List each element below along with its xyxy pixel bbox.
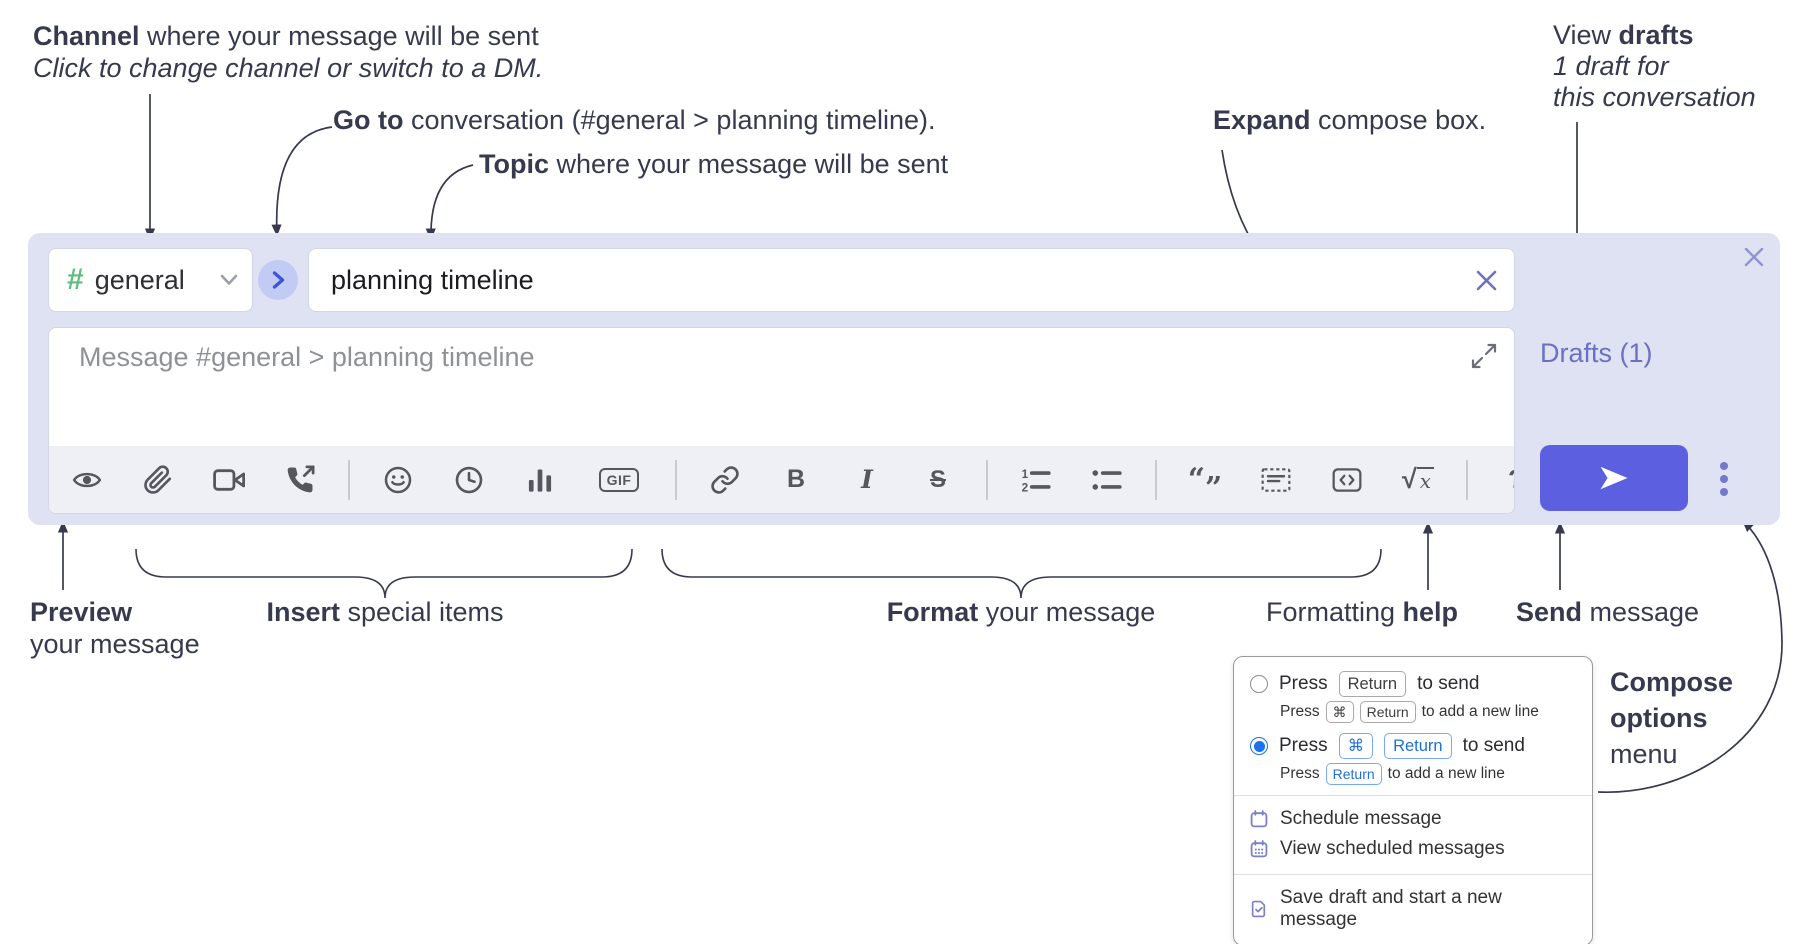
close-compose-icon[interactable] — [1742, 245, 1766, 269]
quote-button[interactable]: “” — [1182, 457, 1228, 503]
return-key: Return — [1325, 763, 1382, 785]
insert-annotation: Insert special items — [266, 597, 504, 627]
channel-name-label: general — [94, 264, 185, 295]
gif-button[interactable]: GIF — [588, 457, 650, 503]
clear-topic-icon[interactable] — [1473, 267, 1500, 294]
goto-annotation: Go to conversation (#general > planning … — [333, 105, 936, 135]
return-key: Return — [1384, 733, 1452, 759]
emoji-button[interactable] — [375, 457, 421, 503]
cmd-key: ⌘ — [1325, 701, 1354, 723]
formatting-help-annotation: Formatting help — [1266, 597, 1459, 627]
bold-icon: B — [786, 465, 806, 493]
italic-icon: I — [861, 465, 873, 494]
schedule-message-item[interactable]: Schedule message — [1250, 804, 1576, 834]
expand-annotation: Expand compose box. — [1213, 105, 1487, 135]
audio-call-button[interactable] — [277, 457, 323, 503]
view-scheduled-messages-item[interactable]: View scheduled messages — [1250, 834, 1576, 864]
cmd-enter-sends-option[interactable]: Press ⌘ Return to send — [1250, 733, 1576, 759]
toolbar-divider — [1155, 459, 1157, 500]
smiley-icon — [384, 466, 412, 493]
message-box: GIF B I S — [48, 327, 1515, 514]
topic-annotation: Topic where your message will be sent — [479, 149, 949, 179]
message-input[interactable] — [49, 328, 1459, 452]
strikethrough-icon: S — [929, 465, 946, 493]
calendar-grid-icon — [1250, 840, 1268, 858]
question-mark-icon: ? — [1508, 464, 1514, 495]
go-to-conversation-button[interactable] — [258, 260, 298, 300]
code-button[interactable] — [1324, 457, 1370, 503]
numbered-list-icon: 1 2 — [1022, 467, 1051, 494]
paperclip-icon — [144, 464, 172, 494]
radio-unselected-icon[interactable] — [1250, 675, 1268, 693]
toolbar-divider — [1466, 459, 1468, 500]
compose-options-menu-button[interactable] — [1712, 457, 1736, 501]
draft-document-icon — [1250, 900, 1268, 918]
chevron-down-icon — [220, 274, 238, 285]
preview-annotation: Preview your message — [30, 597, 200, 659]
phone-outgoing-icon — [287, 465, 315, 492]
return-key: Return — [1359, 701, 1416, 723]
toolbar-divider — [348, 459, 350, 500]
video-camera-icon — [213, 468, 245, 491]
topic-input-box — [308, 248, 1515, 312]
compose-options-menu: Press Return to send Press ⌘ Return to a… — [1233, 656, 1593, 944]
compose-toolbar: GIF B I S — [49, 446, 1514, 513]
italic-button[interactable]: I — [844, 457, 890, 503]
numbered-list-button[interactable]: 1 2 — [1013, 457, 1059, 503]
compose-box-panel: # general — [28, 233, 1780, 525]
channel-selector-button[interactable]: # general — [48, 248, 253, 312]
channel-hash-icon: # — [67, 263, 84, 296]
cmd-enter-sends-subtext: Press Return to add a new line — [1280, 763, 1576, 785]
enter-sends-subtext: Press ⌘ Return to add a new line — [1280, 701, 1576, 723]
topic-input[interactable] — [309, 249, 1514, 311]
ellipsis-dot — [1720, 488, 1728, 496]
compose-options-annotation: Compose options menu — [1610, 667, 1734, 769]
clock-icon — [455, 466, 483, 493]
eye-icon — [72, 472, 102, 487]
toolbar-divider — [675, 459, 677, 500]
svg-text:1: 1 — [1022, 467, 1029, 480]
global-time-button[interactable] — [446, 457, 492, 503]
quote-icon: “” — [1187, 461, 1223, 506]
menu-divider — [1234, 874, 1592, 875]
spoiler-button[interactable] — [1253, 457, 1299, 503]
chevron-right-icon — [272, 271, 284, 289]
poll-button[interactable] — [517, 457, 563, 503]
toolbar-divider — [986, 459, 988, 500]
send-button[interactable] — [1540, 445, 1688, 511]
send-icon — [1600, 466, 1628, 490]
attach-file-button[interactable] — [135, 457, 181, 503]
ellipsis-dot — [1720, 462, 1728, 470]
link-icon — [711, 465, 739, 494]
gif-icon: GIF — [598, 467, 640, 492]
bulleted-list-button[interactable] — [1084, 457, 1130, 503]
return-key: Return — [1338, 671, 1407, 697]
save-draft-item[interactable]: Save draft and start a new message — [1250, 883, 1576, 935]
format-annotation: Format your message — [886, 597, 1156, 627]
code-icon — [1332, 467, 1362, 492]
svg-text:2: 2 — [1022, 481, 1029, 493]
radio-selected-icon[interactable] — [1250, 737, 1268, 755]
ellipsis-dot — [1720, 475, 1728, 483]
send-message-annotation: Send message — [1516, 597, 1700, 627]
spoiler-icon — [1261, 467, 1291, 492]
video-call-button[interactable] — [206, 457, 252, 503]
math-icon: √x — [1402, 464, 1435, 495]
expand-compose-icon[interactable] — [1470, 342, 1498, 370]
channel-annotation: Channel where your message will be sent … — [33, 21, 544, 83]
drafts-link[interactable]: Drafts (1) — [1540, 338, 1653, 368]
enter-sends-option[interactable]: Press Return to send — [1250, 671, 1576, 697]
strikethrough-button[interactable]: S — [915, 457, 961, 503]
bulleted-list-icon — [1092, 469, 1122, 490]
link-button[interactable] — [702, 457, 748, 503]
message-formatting-help-button[interactable]: ? — [1493, 457, 1514, 503]
menu-divider — [1234, 795, 1592, 796]
cmd-key: ⌘ — [1338, 733, 1374, 759]
calendar-icon — [1250, 810, 1268, 828]
preview-button[interactable] — [64, 457, 110, 503]
bold-button[interactable]: B — [773, 457, 819, 503]
bar-chart-icon — [528, 469, 552, 492]
math-button[interactable]: √x — [1395, 457, 1441, 503]
drafts-annotation: View drafts 1 draft for this conversatio… — [1553, 20, 1756, 112]
